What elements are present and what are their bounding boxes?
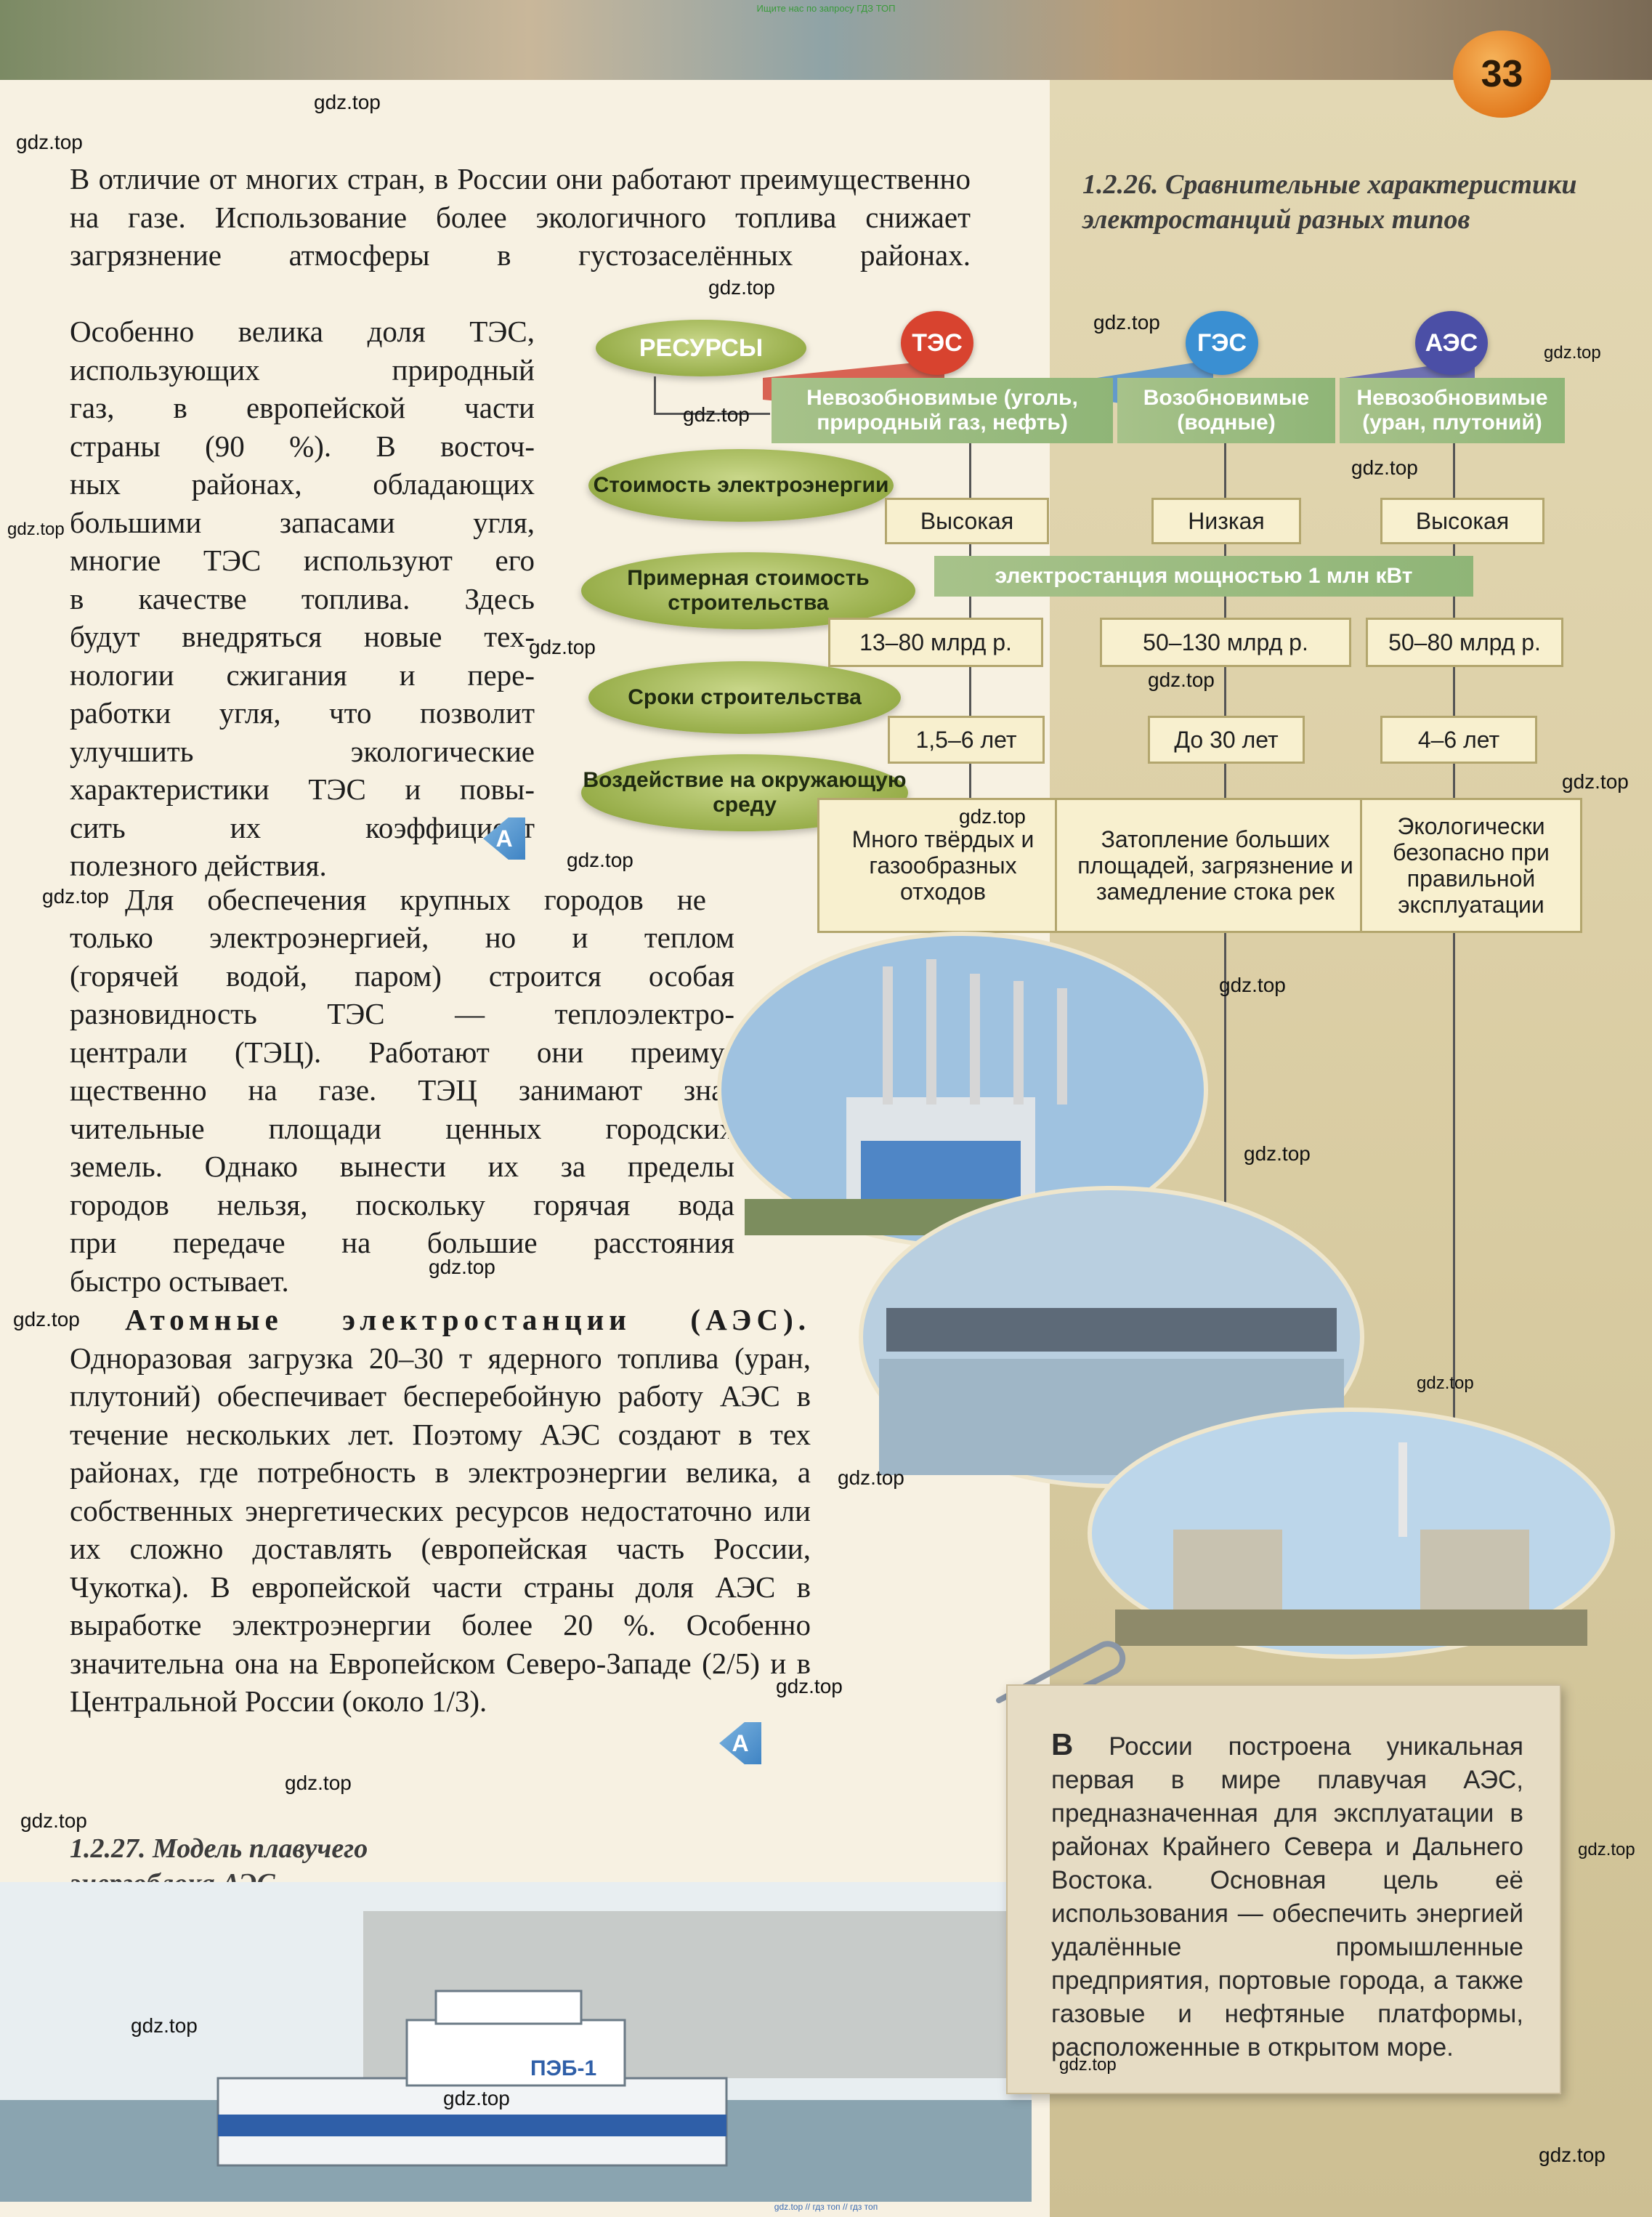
aes-ground — [1115, 1610, 1587, 1646]
watermark: gdz.top — [1544, 343, 1601, 363]
text-line: Для обеспечения крупных городов не — [125, 883, 706, 916]
text-line: характеристики ТЭС и повы- — [70, 772, 535, 806]
watermark: gdz.top — [1417, 1373, 1474, 1393]
watermark: gdz.top — [1244, 1142, 1311, 1165]
watermark: gdz.top — [42, 885, 109, 908]
ship-label: ПЭБ-1 — [530, 2056, 597, 2080]
tes-chimney — [1057, 988, 1067, 1105]
ship-stripe — [218, 2115, 726, 2136]
aes-photo — [1088, 1408, 1615, 1659]
watermark: gdz.top — [529, 636, 596, 658]
text-line: городов нельзя, поскольку горячая вода — [70, 1187, 734, 1221]
text-line: сить их коэффициент — [70, 810, 535, 844]
top-photo-strip — [0, 0, 1652, 80]
watermark: gdz.top — [1219, 974, 1286, 996]
watermark: gdz.top — [1148, 669, 1215, 691]
paragraph-1: В отличие от многих стран, в России они … — [70, 162, 971, 272]
top-link[interactable]: Ищите нас по запросу ГДЗ ТОП — [756, 3, 896, 14]
watermark: gdz.top — [1351, 456, 1418, 479]
watermark: gdz.top — [314, 91, 381, 113]
watermark: gdz.top — [683, 403, 750, 426]
main-text-block: В отличие от многих стран, в России они … — [70, 160, 971, 275]
tes-chimney — [883, 966, 893, 1105]
figure-2-number: 1.2.27. — [70, 1833, 146, 1864]
figure-caption-1: 1.2.26. Сравнительные характеристики эле… — [1082, 167, 1591, 237]
figure-1-number: 1.2.26. — [1082, 169, 1159, 200]
text-line: полезного действия. — [70, 849, 327, 882]
text-line: ных районах, обладающих — [70, 467, 535, 501]
watermark: gdz.top — [776, 1675, 843, 1697]
watermark: gdz.top — [838, 1466, 904, 1489]
paragraph-3: Атомные электростанции (АЭС). Одноразова… — [70, 1301, 811, 1721]
watermark: gdz.top — [959, 805, 1026, 828]
text-line: централи (ТЭЦ). Работают они преиму- — [70, 1035, 734, 1069]
tes-chimney — [970, 974, 980, 1105]
paragraph-2: Для обеспечения крупных городов не — [125, 881, 706, 919]
text-line: газ, в европейской части — [70, 391, 535, 424]
text-line: большими запасами угля, — [70, 505, 535, 539]
paragraph-3-body: Одноразовая загрузка 20–30 т ядерного то… — [70, 1341, 811, 1719]
watermark: gdz.top — [708, 276, 775, 299]
info-box-text: В России построена уникальная первая в м… — [1051, 1728, 1523, 2064]
watermark: gdz.top — [131, 2014, 198, 2037]
info-box: В России построена уникальная первая в м… — [1006, 1684, 1561, 2094]
aes-building — [1173, 1530, 1282, 1617]
tes-chimney — [926, 959, 936, 1105]
watermark: gdz.top — [1093, 311, 1160, 334]
page-number: 33 — [1453, 31, 1551, 118]
watermark: gdz.top — [20, 1809, 87, 1832]
text-line: чительные площади ценных городских — [70, 1111, 734, 1145]
watermark: gdz.top — [16, 131, 83, 153]
text-line: при передаче на большие расстояния — [70, 1226, 734, 1259]
watermark: gdz.top — [429, 1256, 495, 1278]
info-body: России построена уникальная первая в мир… — [1051, 1732, 1523, 2061]
ges-dam — [886, 1308, 1337, 1352]
text-line: в качестве топлива. Здесь — [70, 581, 535, 615]
text-line: многие ТЭС используют его — [70, 544, 535, 577]
text-line: щественно на газе. ТЭЦ занимают зна- — [70, 1073, 734, 1107]
aes-building — [1420, 1530, 1529, 1617]
paperclip-icon — [996, 1641, 1126, 1715]
text-line: разновидность ТЭС — теплоэлектро- — [70, 997, 734, 1030]
watermark: gdz.top — [285, 1772, 352, 1794]
ship-top-deck — [434, 1990, 583, 2025]
floating-plant-illustration — [0, 1882, 1032, 2202]
text-line: использующих природный — [70, 352, 535, 387]
text-line: работки угля, что позволит — [70, 696, 535, 730]
text-line: Особенно велика доля ТЭС, — [70, 315, 535, 348]
paragraph-2-body: только электроэнергией, но и теплом (гор… — [70, 918, 734, 1300]
watermark: gdz.top — [567, 849, 633, 871]
text-line: (горячей водой, паром) строится особая — [70, 958, 734, 993]
text-line: только электроэнергией, но и теплом — [70, 921, 734, 954]
watermark: gdz.top — [13, 1308, 80, 1330]
text-line: улучшить экологические — [70, 734, 535, 768]
text-line: будут внедряться новые тех- — [70, 620, 535, 653]
figure-1-title: Сравнительные характеристики электростан… — [1082, 169, 1577, 235]
text-line: земель. Однако вынести их за пределы — [70, 1150, 734, 1183]
text-line: быстро остывает. — [70, 1264, 289, 1298]
watermark: gdz.top — [443, 2087, 510, 2109]
paragraph-3-heading: Атомные электростанции (АЭС). — [125, 1303, 811, 1336]
tes-chimney — [1013, 981, 1024, 1105]
aes-stack — [1398, 1442, 1407, 1537]
bottom-link[interactable]: gdz.top // гдз топ // гдз топ — [774, 2202, 878, 2212]
tes-facade — [861, 1141, 1021, 1199]
paragraph-3-text: Атомные электростанции (АЭС). Одноразова… — [70, 1301, 811, 1721]
watermark: gdz.top — [7, 520, 65, 539]
watermark: gdz.top — [1562, 770, 1629, 793]
text-line: страны (90 %). В восточ- — [70, 429, 535, 463]
text-line: нологии сжигания и пере- — [70, 658, 535, 692]
paragraph-1-continued: Особенно велика доля ТЭС, использующих п… — [70, 312, 535, 885]
info-dropcap: В — [1051, 1727, 1074, 1761]
paperclip-wire — [996, 1641, 1126, 1715]
watermark: gdz.top — [1578, 1840, 1635, 1859]
watermark: gdz.top — [1059, 2055, 1117, 2075]
watermark: gdz.top — [1539, 2144, 1606, 2166]
